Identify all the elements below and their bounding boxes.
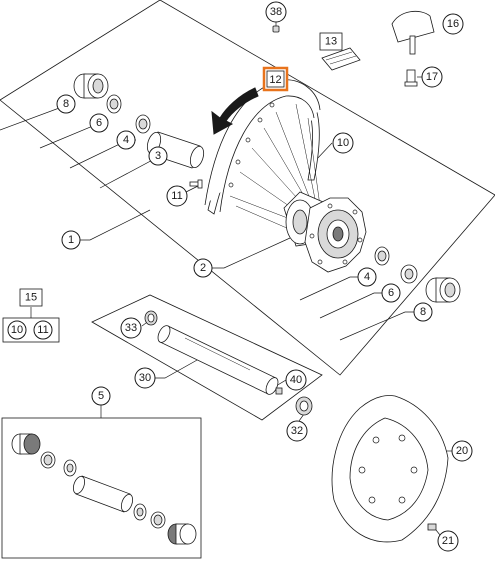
callout-30[interactable]: 30 [134,367,156,389]
rim-tape-13 [321,47,361,71]
svg-text:38: 38 [270,6,282,18]
axle-nut-32 [295,396,313,416]
svg-text:5: 5 [98,390,104,402]
callout-15-item-10[interactable]: 10 [7,320,27,340]
rotation-direction-arrow [211,87,259,135]
callout-15[interactable]: 15 [19,288,43,307]
wheel-hub [283,191,367,273]
rim-lock-16 [391,10,435,55]
callout-6-right[interactable]: 6 [381,283,401,303]
callout-12-label[interactable]: 12 [269,74,281,86]
wheel-assembly-frame [0,0,495,376]
callout-17[interactable]: 17 [421,66,443,88]
svg-text:40: 40 [290,374,302,386]
svg-text:17: 17 [426,71,438,83]
brake-disc-20 [331,395,449,543]
svg-text:8: 8 [420,306,426,318]
callout-1[interactable]: 1 [61,230,81,250]
callout-12-inner [266,70,285,88]
callout-15-item-11[interactable]: 11 [33,320,53,340]
callout-20[interactable]: 20 [451,440,473,462]
callout-2[interactable]: 2 [193,258,213,278]
svg-text:2: 2 [200,262,206,274]
svg-text:11: 11 [37,324,48,336]
svg-text:10: 10 [11,324,23,336]
svg-text:32: 32 [291,425,303,437]
bearing-kit-contents [11,433,197,545]
svg-text:1: 1 [68,234,74,246]
seal-6-left [106,94,122,114]
svg-text:8: 8 [63,98,69,110]
svg-text:33: 33 [125,322,137,334]
callout-21[interactable]: 21 [437,530,459,552]
svg-text:30: 30 [139,372,151,384]
callout-3[interactable]: 3 [148,146,168,166]
svg-text:20: 20 [456,445,468,457]
bearing-4-right [374,246,390,266]
callout-5[interactable]: 5 [91,386,111,406]
callout-10[interactable]: 10 [332,132,354,154]
valve-cap-38 [272,25,280,33]
callout-6-left[interactable]: 6 [89,113,109,133]
callout-13[interactable]: 13 [319,32,343,51]
callout-8-left[interactable]: 8 [56,94,76,114]
svg-text:6: 6 [388,287,394,299]
callout-4-right[interactable]: 4 [357,267,377,287]
wheel-rim [204,79,321,215]
svg-text:3: 3 [155,150,161,162]
callout-8-right[interactable]: 8 [413,302,433,322]
seal-6-right [400,264,418,284]
svg-text:11: 11 [171,190,182,202]
svg-text:15: 15 [25,292,37,304]
callout-11[interactable]: 11 [166,185,188,207]
svg-text:21: 21 [442,535,454,547]
svg-text:16: 16 [447,18,459,30]
axle-30 [157,325,279,395]
svg-text:4: 4 [123,134,129,146]
bearing-kit-frame [1,417,202,559]
disc-bolt-21 [427,523,437,531]
callout-4-left[interactable]: 4 [116,130,136,150]
callout-38[interactable]: 38 [265,1,287,23]
svg-text:13: 13 [325,36,337,48]
bearing-8-right [425,277,461,303]
callout-16[interactable]: 16 [442,13,464,35]
nut-17 [404,69,418,87]
bolt-11 [189,179,203,189]
callout-32[interactable]: 32 [286,420,308,442]
callout-33[interactable]: 33 [120,317,142,339]
callout-40[interactable]: 40 [285,369,307,391]
leader-lines [0,22,452,536]
svg-text:6: 6 [96,117,102,129]
spacer-33 [144,310,158,326]
bearing-8-left [73,73,109,99]
bearing-4-left [135,114,151,134]
svg-text:10: 10 [337,137,349,149]
svg-text:4: 4 [364,271,370,283]
axle-assembly-frame [91,294,323,421]
nut-40 [275,387,283,395]
